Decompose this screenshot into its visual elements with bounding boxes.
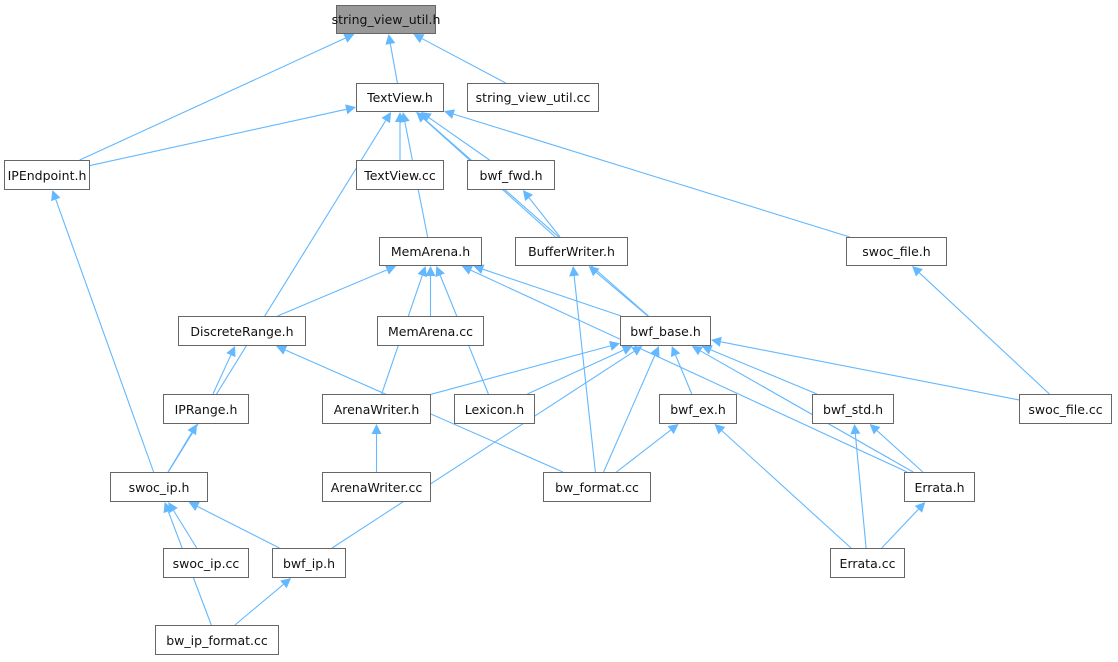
arrowhead-icon — [188, 502, 200, 511]
graph-node-swoc-file-cc[interactable]: swoc_file.cc — [1019, 394, 1112, 424]
arrowhead-icon — [417, 266, 428, 278]
edge-errata_h-to-memarena_h — [470, 269, 908, 473]
edge-errata_h-to-bwf_base_h — [700, 350, 914, 473]
arrowhead-icon — [413, 34, 425, 44]
edge-bwf_base_h-to-textview_h — [423, 118, 649, 317]
arrowhead-icon — [187, 424, 197, 436]
edge-ipendpoint_h-to-svu_h — [79, 37, 346, 161]
edge-bw_format_cc-to-bwf_base_h — [603, 354, 656, 473]
arrowhead-icon — [914, 502, 926, 513]
graph-node-ipendpoint-h[interactable]: IPEndpoint.h — [4, 160, 90, 190]
arrowhead-icon — [631, 346, 643, 356]
arrowhead-icon — [385, 34, 396, 45]
arrowhead-icon — [667, 424, 679, 435]
arrowhead-icon — [345, 104, 356, 115]
arrowhead-icon — [416, 112, 428, 123]
arrowhead-icon — [399, 112, 410, 123]
edge-swoc_ip_h-to-ipendpoint_h — [55, 199, 155, 473]
edge-swoc_file_cc-to-swoc_file_h — [918, 272, 1050, 395]
arrowhead-icon — [650, 346, 660, 358]
graph-node-errata-h[interactable]: Errata.h — [904, 472, 975, 502]
arrowhead-icon — [701, 345, 713, 355]
arrowhead-icon — [912, 266, 923, 277]
edge-arenawriter_h-to-bwf_base_h — [430, 345, 611, 395]
graph-node-bwf-std-h[interactable]: bwf_std.h — [812, 394, 894, 424]
graph-node-textview-cc[interactable]: TextView.cc — [356, 160, 444, 190]
edge-swoc_ip_h-to-iprange_h — [167, 432, 193, 473]
edge-swoc_ip_cc-to-swoc_ip_h — [173, 510, 198, 549]
graph-node-svu-h[interactable]: string_view_util.h — [332, 5, 440, 34]
arrowhead-icon — [714, 424, 726, 435]
graph-node-swoc-ip-cc[interactable]: swoc_ip.cc — [163, 548, 249, 578]
edge-ipendpoint_h-to-textview_h — [89, 108, 347, 167]
arrowhead-icon — [473, 264, 485, 274]
graph-node-svu-cc[interactable]: string_view_util.cc — [467, 83, 599, 112]
graph-node-swoc-ip-h[interactable]: swoc_ip.h — [110, 472, 208, 502]
graph-node-swoc-file-h[interactable]: swoc_file.h — [846, 237, 947, 266]
graph-node-bw-ip-format-cc[interactable]: bw_ip_format.cc — [155, 625, 279, 655]
edge-bw_format_cc-to-bwf_ex_h — [616, 429, 671, 473]
arrowhead-icon — [869, 424, 881, 435]
edge-textview_h-to-svu_h — [389, 43, 398, 84]
graph-node-bwf-base-h[interactable]: bwf_base.h — [620, 316, 711, 346]
edge-discreterange_h-to-memarena_h — [277, 269, 388, 317]
graph-node-bw-format-cc[interactable]: bw_format.cc — [543, 472, 651, 502]
edge-bwf_fwd_h-to-textview_h — [428, 117, 490, 161]
edge-bwf_ex_h-to-bwf_base_h — [675, 355, 693, 395]
arrowhead-icon — [522, 190, 533, 201]
arrowhead-icon — [609, 341, 620, 351]
arrowhead-icon — [691, 346, 704, 356]
edge-errata_cc-to-bwf_ex_h — [721, 430, 852, 549]
edge-iprange_h-to-discreterange_h — [212, 354, 232, 395]
arrowhead-icon — [381, 112, 392, 124]
graph-node-arenawriter-h[interactable]: ArenaWriter.h — [322, 394, 431, 424]
edge-bwf_base_h-to-memarena_h — [482, 268, 622, 317]
graph-node-memarena-h[interactable]: MemArena.h — [379, 237, 482, 266]
arrowhead-icon — [435, 266, 445, 278]
graph-node-lexicon-h[interactable]: Lexicon.h — [454, 394, 535, 424]
arrowhead-icon — [444, 109, 456, 119]
arrowhead-icon — [163, 502, 173, 514]
edge-bwf_ip_h-to-swoc_ip_h — [197, 506, 280, 549]
graph-node-memarena-cc[interactable]: MemArena.cc — [377, 316, 484, 346]
arrowhead-icon — [588, 266, 600, 277]
arrowhead-icon — [621, 345, 633, 355]
arrowhead-icon — [850, 424, 861, 435]
graph-node-bwf-ex-h[interactable]: bwf_ex.h — [659, 394, 737, 424]
arrowhead-icon — [384, 265, 397, 275]
graph-node-textview-h[interactable]: TextView.h — [356, 83, 444, 112]
graph-node-bwf-fwd-h[interactable]: bwf_fwd.h — [467, 160, 555, 190]
arrowhead-icon — [226, 346, 236, 358]
arrowhead-icon — [276, 345, 288, 355]
edge-errata_h-to-bwf_std_h — [876, 430, 924, 473]
graph-node-iprange-h[interactable]: IPRange.h — [163, 394, 249, 424]
edge-errata_cc-to-bwf_std_h — [854, 433, 867, 549]
arrowhead-icon — [711, 336, 722, 347]
edge-bwf_std_h-to-bwf_base_h — [710, 349, 818, 395]
graph-node-arenawriter-cc[interactable]: ArenaWriter.cc — [322, 472, 431, 502]
arrowhead-icon — [280, 578, 292, 589]
arrowhead-icon — [371, 424, 382, 434]
edge-swoc_file_h-to-textview_h — [453, 113, 850, 238]
arrowhead-icon — [51, 190, 61, 202]
graph-node-errata-cc[interactable]: Errata.cc — [830, 548, 905, 578]
arrowhead-icon — [461, 265, 474, 275]
graph-node-discreterange-h[interactable]: DiscreteRange.h — [178, 316, 306, 346]
graph-node-bufferwriter-h[interactable]: BufferWriter.h — [515, 237, 628, 266]
edge-svu_cc-to-svu_h — [421, 38, 506, 84]
edge-errata_cc-to-errata_h — [881, 508, 919, 549]
edge-bufferwriter_h-to-bwf_fwd_h — [528, 197, 561, 238]
edge-lexicon_h-to-bwf_base_h — [527, 349, 624, 395]
edge-bwf_ip_h-to-bwf_base_h — [331, 350, 635, 549]
arrowhead-icon — [569, 266, 580, 277]
edge-bw_ip_format_cc-to-bwf_ip_h — [234, 583, 284, 626]
graph-node-bwf-ip-h[interactable]: bwf_ip.h — [272, 548, 346, 578]
edge-bwf_base_h-to-bufferwriter_h — [595, 272, 649, 317]
arrowhead-icon — [425, 266, 436, 276]
edge-swoc_file_cc-to-bwf_base_h — [720, 341, 1020, 401]
arrowhead-icon — [670, 346, 681, 358]
arrowhead-icon — [343, 33, 355, 43]
edge-bw_format_cc-to-bufferwriter_h — [573, 275, 596, 473]
